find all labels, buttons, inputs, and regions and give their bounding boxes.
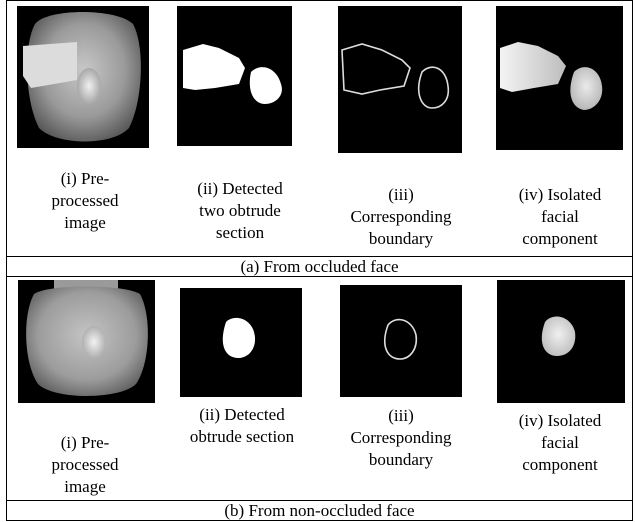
caption-a-4: (iv) Isolated facial component [518,185,602,248]
caption-b-3: (iii) Corresponding boundary [350,406,452,469]
caption-a-1: (i) Pre- processed image [51,169,119,232]
caption-b-1: (i) Pre- processed image [51,433,119,496]
divider-bottom-caption [6,500,633,501]
image-a-obtrude [177,6,292,146]
figure-frame [6,0,633,521]
panel-b-caption: (b) From non-occluded face [224,501,415,520]
image-a-boundary [338,6,462,153]
image-b-boundary [340,285,462,397]
divider-top-caption [6,256,633,257]
caption-a-3: (iii) Corresponding boundary [350,185,452,248]
image-a-isolated [496,6,623,150]
caption-b-4: (iv) Isolated facial component [518,411,602,474]
caption-b-2: (ii) Detected obtrude section [189,405,295,446]
panel-a-caption: (a) From occluded face [240,257,399,276]
caption-a-2: (ii) Detected two obtrude section [197,179,283,242]
image-b-isolated [497,280,625,403]
image-b-preprocessed [18,280,155,403]
divider-panel-b [6,276,633,277]
image-a-preprocessed [17,6,149,148]
image-b-obtrude [180,288,302,397]
